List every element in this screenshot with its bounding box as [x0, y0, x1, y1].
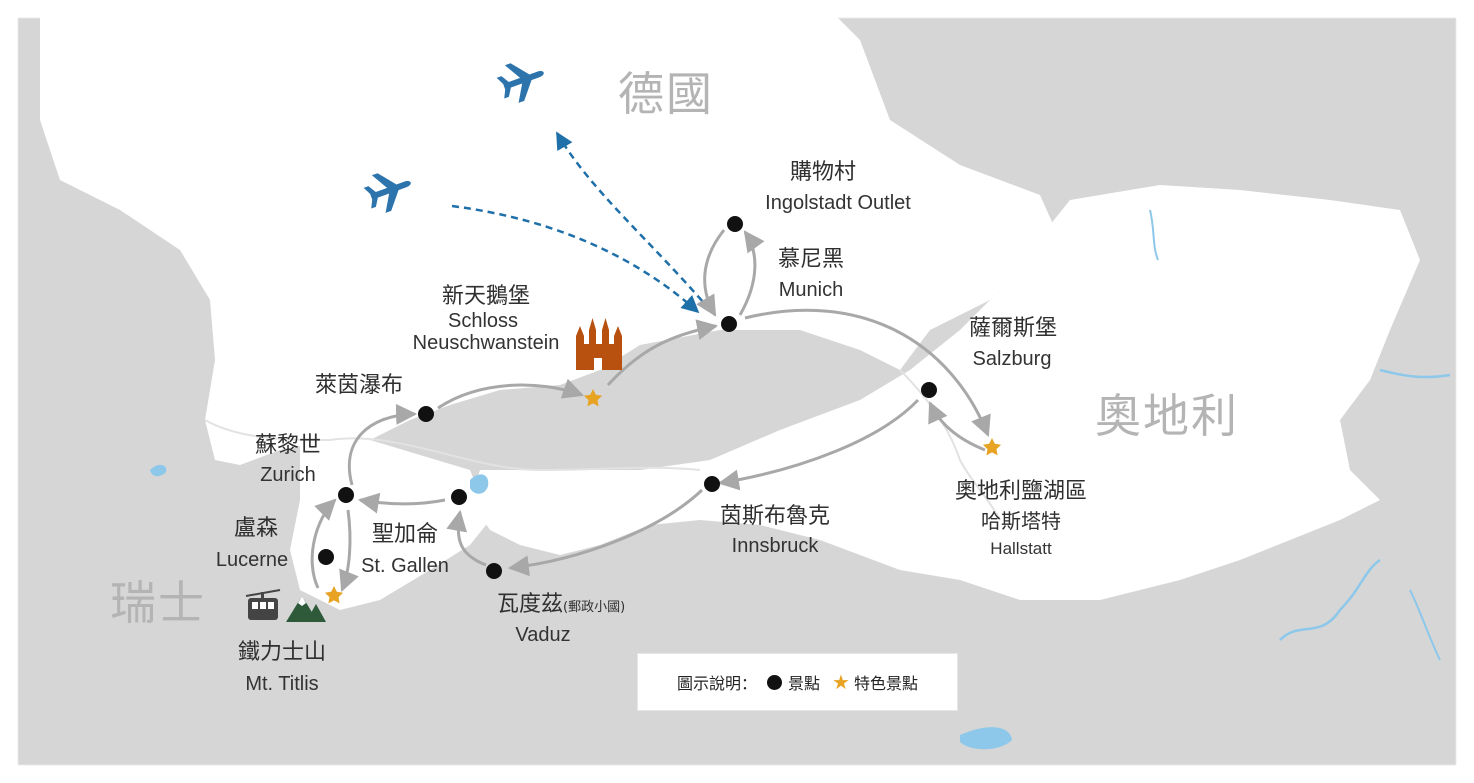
country-label-switzerland: 瑞士	[110, 576, 206, 630]
dot-munich[interactable]	[721, 316, 737, 332]
dot-salzburg[interactable]	[921, 382, 937, 398]
mountain-icon	[286, 596, 326, 622]
lake-bottom	[960, 727, 1012, 750]
dot-st-gallen[interactable]	[451, 489, 467, 505]
route-titlis-zurich	[310, 498, 337, 589]
route-vaduz-stgallen	[446, 509, 487, 567]
germany-region	[40, 0, 1060, 465]
route-salzburg-innsbruck	[717, 398, 920, 491]
label-ingolstadt-zh: 購物村	[789, 160, 857, 185]
star-icon-neuschwanstein[interactable]	[583, 389, 603, 407]
route-innsbruck-vaduz	[507, 488, 704, 577]
label-munich-zh: 慕尼黑	[777, 247, 845, 272]
label-ingolstadt-en: Ingolstadt Outlet	[765, 192, 911, 214]
vaduz-note: (郵政小國)	[563, 600, 626, 615]
route-hallstatt-salzburg	[928, 401, 986, 452]
lake-geneva	[150, 464, 167, 477]
label-neuschwanstein-en2: Neuschwanstein	[412, 332, 560, 354]
country-borders	[204, 369, 1001, 521]
river-south	[1149, 209, 1441, 661]
route-munich-ingolstadt	[738, 230, 765, 316]
legend: 圖示說明： 景點 ★ 特色景點	[637, 653, 958, 711]
airplane-icon	[363, 173, 411, 213]
dot-zurich[interactable]	[338, 487, 354, 503]
legend-attraction: 景點	[788, 674, 821, 693]
country-label-germany: 德國	[618, 67, 714, 121]
route-munich-hallstatt	[744, 308, 991, 437]
dot-innsbruck[interactable]	[704, 476, 720, 492]
label-neuschwanstein-en1: Schloss	[447, 310, 519, 332]
label-hallstatt-zh2: 哈斯塔特	[981, 509, 1061, 533]
star-icon-hallstatt[interactable]	[982, 438, 1002, 456]
label-munich-en: Munich	[778, 279, 844, 301]
route-zurich-titlis	[339, 509, 359, 592]
label-vaduz-en: Vaduz	[515, 624, 571, 646]
dot-lucerne[interactable]	[318, 549, 334, 565]
route-ingolstadt-munich	[696, 229, 726, 317]
route-castle-munich	[606, 319, 719, 387]
label-st-gallen-zh: 聖加侖	[371, 522, 439, 547]
label-salzburg-en: Salzburg	[972, 348, 1052, 370]
label-zurich-en: Zurich	[260, 464, 316, 486]
legend-dot-icon	[767, 674, 783, 690]
label-rhine-falls-zh: 萊茵瀑布	[314, 373, 404, 398]
cable-car-icon	[245, 589, 281, 620]
label-neuschwanstein-zh: 新天鵝堡	[441, 284, 531, 309]
lake-constance	[470, 474, 489, 494]
dot-rhine-falls[interactable]	[418, 406, 434, 422]
label-vaduz-zh: 瓦度茲(郵政小國)	[497, 592, 625, 617]
route-rhinefalls-castle	[437, 378, 584, 410]
label-titlis-zh: 鐵力士山	[237, 640, 327, 665]
flight-path-2	[555, 131, 711, 311]
river-east	[1279, 368, 1451, 641]
castle-icon	[576, 318, 622, 370]
country-label-austria: 奧地利	[1095, 389, 1239, 443]
airplane-icon	[496, 63, 544, 103]
legend-featured: 特色景點	[853, 674, 918, 693]
alps-band	[0, 480, 1474, 783]
label-lucerne-en: Lucerne	[215, 549, 289, 571]
label-lucerne-zh: 盧森	[233, 516, 279, 541]
route-stgallen-zurich	[357, 492, 446, 514]
star-icon-titlis[interactable]	[324, 586, 344, 604]
flight-path-1	[451, 204, 700, 314]
legend-star-icon: ★	[832, 670, 850, 694]
label-salzburg-zh: 薩爾斯堡	[968, 316, 1058, 341]
label-zurich-zh: 蘇黎世	[254, 433, 322, 458]
label-hallstatt-en: Hallstatt	[990, 539, 1052, 558]
dot-ingolstadt[interactable]	[727, 216, 743, 232]
label-titlis-en: Mt. Titlis	[245, 673, 319, 695]
route-zurich-rhinefalls	[347, 403, 418, 486]
label-innsbruck-zh: 茵斯布魯克	[719, 504, 831, 529]
austria-region	[470, 185, 1420, 600]
vaduz-name: 瓦度茲	[497, 592, 564, 617]
label-hallstatt-zh1: 奧地利鹽湖區	[954, 479, 1088, 504]
switzerland-region	[290, 440, 490, 610]
dot-vaduz[interactable]	[486, 563, 502, 579]
legend-title: 圖示說明：	[677, 674, 758, 693]
label-innsbruck-en: Innsbruck	[731, 535, 819, 557]
label-st-gallen-en: St. Gallen	[361, 555, 449, 577]
